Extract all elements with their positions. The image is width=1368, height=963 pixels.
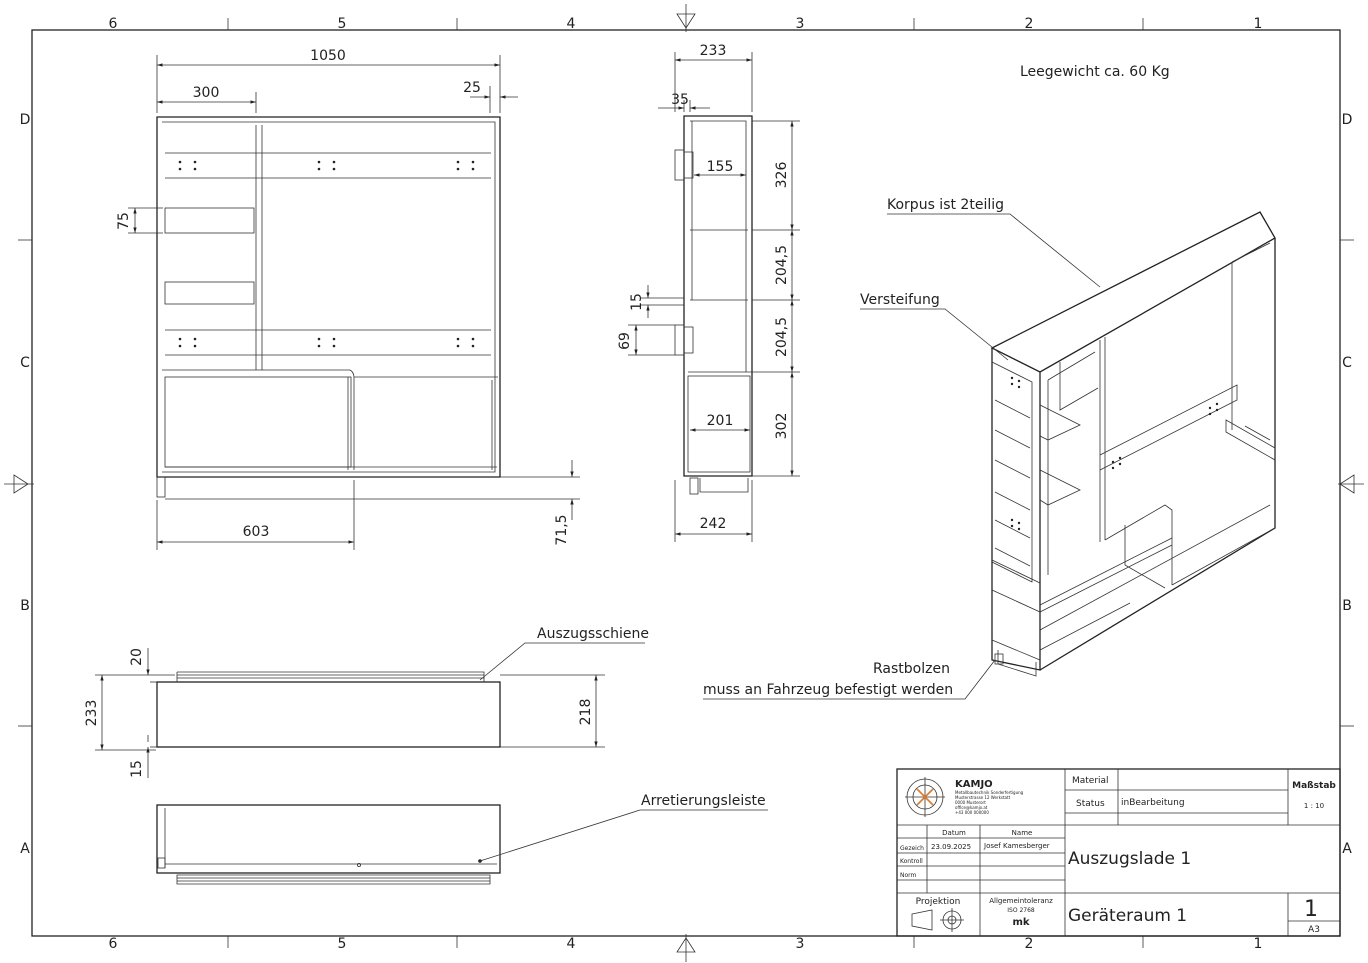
dim-d15: 15 bbox=[129, 760, 145, 778]
drawing-frame bbox=[4, 4, 1364, 962]
lock-bar-note: Arretierungsleiste bbox=[641, 793, 766, 809]
company-line: Metallbautechnik Sonderfertigung bbox=[955, 790, 1024, 795]
drawing-subtitle: Geräteraum 1 bbox=[1068, 906, 1187, 926]
col-label: 5 bbox=[338, 16, 347, 32]
slide-rail-note: Auszugsschiene bbox=[537, 626, 649, 642]
dim-h2: 204,5 bbox=[774, 245, 790, 285]
col-label: 1 bbox=[1254, 936, 1263, 952]
col-label: 3 bbox=[796, 16, 805, 32]
projection-symbol-icon bbox=[911, 908, 964, 932]
isometric-view bbox=[990, 211, 1276, 677]
drawn-date: 23.09.2025 bbox=[931, 843, 971, 851]
tolerance-class: mk bbox=[1012, 917, 1029, 928]
scale-value: 1 : 10 bbox=[1304, 802, 1324, 810]
company-name: KAMJO bbox=[955, 779, 993, 790]
dim-w201: 201 bbox=[707, 413, 734, 429]
company-line: Musterstrasse 12 Werkstatt bbox=[955, 795, 1011, 800]
col-label: 5 bbox=[338, 936, 347, 952]
dim-h75: 75 bbox=[116, 212, 132, 230]
pin-note-line2: muss an Fahrzeug befestigt werden bbox=[703, 682, 953, 698]
drawing-title: Auszugslade 1 bbox=[1068, 849, 1191, 869]
status-label: Status bbox=[1076, 799, 1105, 809]
row-label: D bbox=[20, 112, 31, 128]
dim-h4: 302 bbox=[774, 413, 790, 440]
date-header: Datum bbox=[942, 829, 966, 837]
name-header: Name bbox=[1012, 829, 1033, 837]
dim-bottom-width: 603 bbox=[243, 524, 270, 540]
col-label: 4 bbox=[567, 936, 576, 952]
weight-note: Leegewicht ca. 60 Kg bbox=[1020, 64, 1170, 80]
front-view: 1050 300 25 75 603 71,5 bbox=[116, 48, 580, 550]
frame-labels: 6 5 4 3 2 1 6 5 4 3 2 1 D C B A D C B A bbox=[20, 16, 1353, 952]
tolerance-std: ISO 2768 bbox=[1007, 907, 1035, 914]
col-label: 4 bbox=[567, 16, 576, 32]
dim-h3: 204,5 bbox=[774, 317, 790, 357]
drawn-label: Gezeich bbox=[900, 845, 924, 852]
bottom-view bbox=[156, 804, 501, 885]
dim-d233: 233 bbox=[84, 700, 100, 727]
dim-depth: 233 bbox=[700, 43, 727, 59]
dim-w242: 242 bbox=[700, 516, 727, 532]
col-label: 2 bbox=[1025, 16, 1034, 32]
top-view: 233 20 15 218 bbox=[84, 648, 605, 778]
sheet-format: A3 bbox=[1308, 925, 1320, 935]
row-label: B bbox=[20, 598, 30, 614]
dim-h69: 69 bbox=[617, 332, 633, 350]
dim-width: 1050 bbox=[310, 48, 346, 64]
company-line: 0000 Musterort bbox=[955, 800, 986, 805]
company-line: +43 000 000000 bbox=[955, 810, 989, 815]
dim-flange: 35 bbox=[671, 92, 689, 108]
tolerance-label: Allgemeintoleranz bbox=[989, 897, 1053, 905]
projection-label: Projektion bbox=[916, 897, 961, 907]
scale-label: Maßstab bbox=[1292, 781, 1336, 791]
side-view: 233 35 155 326 204,5 204,5 302 15 69 201… bbox=[617, 43, 800, 542]
dim-d218: 218 bbox=[578, 699, 594, 726]
dim-d20: 20 bbox=[129, 648, 145, 666]
dim-inner: 155 bbox=[707, 159, 734, 175]
check-label: Kontroll bbox=[900, 858, 923, 865]
pin-note-line1: Rastbolzen bbox=[873, 661, 950, 677]
row-label: B bbox=[1342, 598, 1352, 614]
status-value: inBearbeitung bbox=[1121, 798, 1185, 808]
dim-w15: 15 bbox=[629, 293, 645, 311]
company-logo bbox=[905, 777, 945, 817]
sheet-number: 1 bbox=[1304, 897, 1318, 922]
col-label: 3 bbox=[796, 936, 805, 952]
col-label: 6 bbox=[109, 936, 118, 952]
body-note: Korpus ist 2teilig bbox=[887, 197, 1004, 213]
row-label: A bbox=[20, 841, 30, 857]
row-label: C bbox=[1342, 355, 1352, 371]
annotations: Leegewicht ca. 60 Kg Korpus ist 2teilig … bbox=[479, 64, 1170, 862]
dim-foot: 71,5 bbox=[554, 514, 570, 545]
title-block: KAMJO Metallbautechnik Sonderfertigung M… bbox=[896, 768, 1341, 937]
row-label: C bbox=[20, 355, 30, 371]
col-label: 1 bbox=[1254, 16, 1263, 32]
col-label: 6 bbox=[109, 16, 118, 32]
dim-right: 25 bbox=[463, 80, 481, 96]
material-label: Material bbox=[1072, 776, 1109, 786]
dim-h1: 326 bbox=[774, 162, 790, 189]
row-label: D bbox=[1342, 112, 1353, 128]
dim-left: 300 bbox=[193, 85, 220, 101]
drawn-name: Josef Kamesberger bbox=[983, 842, 1050, 850]
company-line: office@kamjo.at bbox=[955, 805, 988, 810]
row-label: A bbox=[1342, 841, 1352, 857]
norm-label: Norm bbox=[900, 872, 917, 879]
col-label: 2 bbox=[1025, 936, 1034, 952]
stiffener-note: Versteifung bbox=[860, 292, 940, 308]
